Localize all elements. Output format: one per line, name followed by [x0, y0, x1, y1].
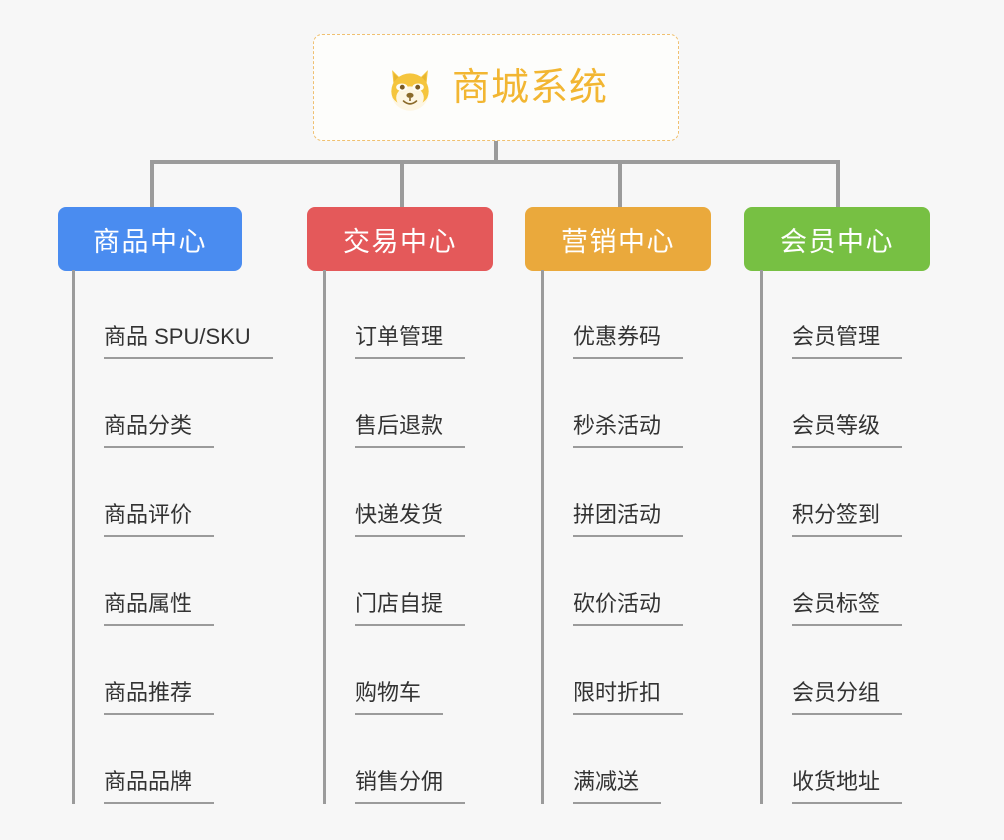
connector-drop-3: [618, 160, 622, 207]
leaf-column-3: 优惠券码 秒杀活动 拼团活动 砍价活动 限时折扣 满减送: [541, 270, 684, 804]
leaf-label: 商品评价: [104, 504, 215, 537]
leaf-column-1: 商品 SPU/SKU 商品分类 商品评价 商品属性 商品推荐 商品品牌: [72, 270, 273, 804]
leaf-item[interactable]: 优惠券码: [541, 270, 684, 359]
leaf-spine: [760, 270, 763, 804]
leaf-item[interactable]: 会员管理: [760, 270, 903, 359]
leaf-label: 销售分佣: [355, 771, 466, 804]
leaf-item[interactable]: 拼团活动: [541, 448, 684, 537]
leaf-label: 秒杀活动: [573, 415, 684, 448]
shiba-dog-face-icon: [384, 62, 436, 114]
leaf-label: 商品品牌: [104, 771, 215, 804]
leaf-label: 会员标签: [792, 593, 903, 626]
category-box-4[interactable]: 会员中心: [744, 207, 930, 271]
leaf-spine: [323, 270, 326, 804]
leaf-item[interactable]: 积分签到: [760, 448, 903, 537]
connector-drop-4: [836, 160, 840, 207]
leaf-column-2: 订单管理 售后退款 快递发货 门店自提 购物车 销售分佣: [323, 270, 466, 804]
leaf-label: 商品分类: [104, 415, 215, 448]
leaf-item[interactable]: 秒杀活动: [541, 359, 684, 448]
leaf-label: 收货地址: [792, 771, 903, 804]
connector-drop-2: [400, 160, 404, 207]
category-label: 会员中心: [780, 226, 894, 257]
category-label: 营销中心: [561, 226, 675, 257]
leaf-label: 商品 SPU/SKU: [104, 326, 273, 359]
category-label: 交易中心: [343, 226, 457, 257]
leaf-column-4: 会员管理 会员等级 积分签到 会员标签 会员分组 收货地址: [760, 270, 903, 804]
leaf-label: 限时折扣: [573, 682, 684, 715]
leaf-label: 积分签到: [792, 504, 903, 537]
leaf-item[interactable]: 订单管理: [323, 270, 466, 359]
leaf-label: 门店自提: [355, 593, 466, 626]
leaf-label: 商品属性: [104, 593, 215, 626]
leaf-item[interactable]: 会员分组: [760, 626, 903, 715]
leaf-label: 订单管理: [355, 326, 466, 359]
leaf-item[interactable]: 商品品牌: [72, 715, 273, 804]
leaf-item[interactable]: 快递发货: [323, 448, 466, 537]
category-label: 商品中心: [93, 226, 207, 257]
leaf-label: 会员管理: [792, 326, 903, 359]
leaf-label: 拼团活动: [573, 504, 684, 537]
leaf-item[interactable]: 收货地址: [760, 715, 903, 804]
leaf-item[interactable]: 商品评价: [72, 448, 273, 537]
leaf-item[interactable]: 砍价活动: [541, 537, 684, 626]
leaf-item[interactable]: 满减送: [541, 715, 683, 804]
leaf-label: 满减送: [573, 771, 662, 804]
category-box-1[interactable]: 商品中心: [58, 207, 242, 271]
leaf-item[interactable]: 售后退款: [323, 359, 466, 448]
leaf-label: 会员等级: [792, 415, 903, 448]
leaf-item[interactable]: 门店自提: [323, 537, 466, 626]
leaf-item[interactable]: 商品推荐: [72, 626, 273, 715]
category-box-3[interactable]: 营销中心: [525, 207, 711, 271]
root-node[interactable]: 商城系统: [313, 34, 679, 141]
leaf-item[interactable]: 会员标签: [760, 537, 903, 626]
leaf-label: 商品推荐: [104, 682, 215, 715]
leaf-label: 优惠券码: [573, 326, 684, 359]
leaf-label: 会员分组: [792, 682, 903, 715]
leaf-item[interactable]: 商品属性: [72, 537, 273, 626]
leaf-item[interactable]: 购物车: [323, 626, 465, 715]
leaf-item[interactable]: 会员等级: [760, 359, 903, 448]
leaf-item[interactable]: 商品分类: [72, 359, 273, 448]
leaf-label: 砍价活动: [573, 593, 684, 626]
leaf-label: 快递发货: [355, 504, 466, 537]
category-box-2[interactable]: 交易中心: [307, 207, 493, 271]
leaf-item[interactable]: 商品 SPU/SKU: [72, 270, 273, 359]
leaf-spine: [541, 270, 544, 804]
connector-root-stem: [494, 141, 498, 162]
connector-drop-1: [150, 160, 154, 207]
connector-bus: [150, 160, 840, 164]
leaf-spine: [72, 270, 75, 804]
leaf-label: 购物车: [355, 682, 444, 715]
leaf-item[interactable]: 限时折扣: [541, 626, 684, 715]
leaf-item[interactable]: 销售分佣: [323, 715, 466, 804]
root-title: 商城系统: [451, 66, 608, 109]
leaf-label: 售后退款: [355, 415, 466, 448]
